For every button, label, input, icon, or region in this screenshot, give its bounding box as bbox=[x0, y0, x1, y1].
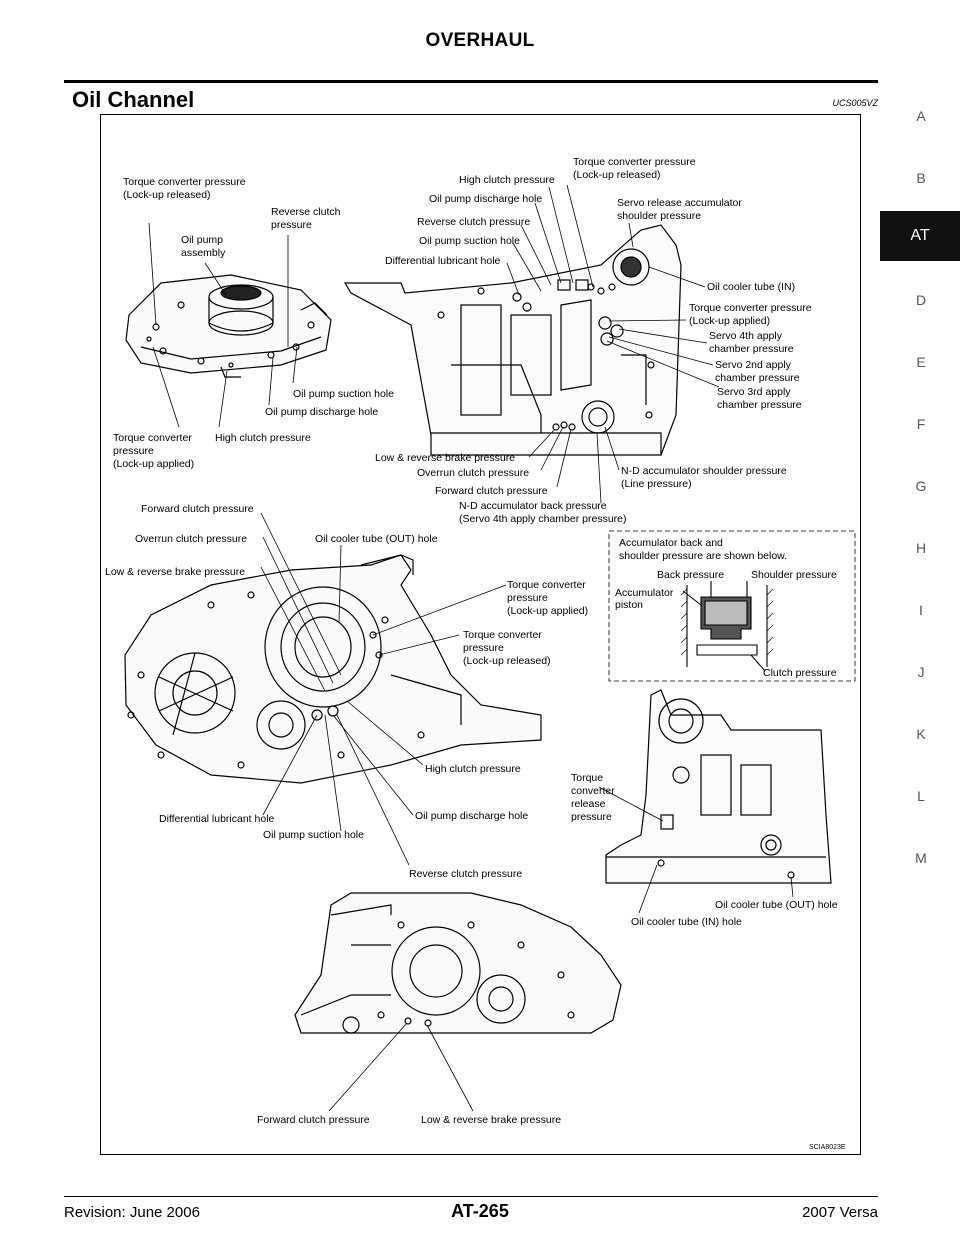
page-header-title: OVERHAUL bbox=[425, 30, 535, 51]
bottom-case-labels: Forward clutch pressure Low & reverse br… bbox=[257, 1114, 561, 1126]
svg-text:Torque converter pressure(Lock: Torque converter pressure(Lock-up applie… bbox=[689, 302, 812, 327]
case-right-drawing bbox=[343, 224, 682, 456]
figure-id-code: SCIA8023E bbox=[809, 1144, 846, 1151]
sidebar-item-m[interactable]: M bbox=[915, 850, 927, 866]
svg-text:Oil cooler tube (IN) hole: Oil cooler tube (IN) hole bbox=[631, 916, 742, 928]
svg-text:High clutch pressure: High clutch pressure bbox=[215, 432, 311, 444]
sidebar-item-g[interactable]: G bbox=[915, 478, 927, 494]
case-left-drawing bbox=[124, 554, 542, 784]
footer-model: 2007 Versa bbox=[802, 1204, 878, 1221]
footer-page-number: AT-265 bbox=[451, 1201, 509, 1221]
footer-rule bbox=[64, 1196, 878, 1197]
svg-text:Oil pump discharge hole: Oil pump discharge hole bbox=[429, 193, 542, 205]
svg-text:Oil cooler tube (IN): Oil cooler tube (IN) bbox=[707, 281, 795, 293]
svg-text:Forward clutch pressure: Forward clutch pressure bbox=[435, 485, 548, 497]
svg-text:Low & reverse brake pressure: Low & reverse brake pressure bbox=[421, 1114, 561, 1126]
sidebar-tab-active-label: AT bbox=[910, 227, 930, 244]
sidebar-item-b[interactable]: B bbox=[916, 170, 926, 186]
svg-text:Oil pump suction hole: Oil pump suction hole bbox=[293, 388, 394, 400]
case-left-leaders bbox=[260, 512, 507, 866]
sidebar-item-h[interactable]: H bbox=[915, 540, 927, 556]
sidebar-item-e[interactable]: E bbox=[916, 354, 926, 370]
svg-text:Back pressure: Back pressure bbox=[657, 569, 724, 581]
svg-text:Reverse clutch pressure: Reverse clutch pressure bbox=[417, 216, 530, 228]
side-case-leaders bbox=[598, 786, 794, 914]
oil-channel-figure: Torque converter pressure(Lock-up releas… bbox=[100, 114, 861, 1155]
case-right-leaders bbox=[506, 184, 720, 504]
svg-text:N-D accumulator shoulder press: N-D accumulator shoulder pressure(Line p… bbox=[621, 465, 787, 490]
oil-channel-diagram: Torque converter pressure(Lock-up releas… bbox=[105, 156, 856, 1151]
case-left-labels: Forward clutch pressure Overrun clutch p… bbox=[105, 503, 588, 880]
svg-text:Low & reverse brake pressure: Low & reverse brake pressure bbox=[105, 566, 245, 578]
svg-text:N-D accumulator back pressure(: N-D accumulator back pressure(Servo 4th … bbox=[459, 500, 627, 525]
sidebar-item-i[interactable]: I bbox=[919, 602, 923, 618]
accumulator-piston-drawing bbox=[682, 581, 768, 672]
sidebar-item-j[interactable]: J bbox=[917, 664, 925, 680]
svg-text:Oil pump discharge hole: Oil pump discharge hole bbox=[265, 406, 378, 418]
case-right-labels: High clutch pressure Torque converter pr… bbox=[375, 156, 812, 525]
svg-text:Oil pump suction hole: Oil pump suction hole bbox=[263, 829, 364, 841]
svg-text:Shoulder pressure: Shoulder pressure bbox=[751, 569, 837, 581]
sidebar-item-k[interactable]: K bbox=[916, 726, 926, 742]
svg-text:Oil cooler tube (OUT) hole: Oil cooler tube (OUT) hole bbox=[315, 533, 438, 545]
bottom-case-leaders bbox=[328, 1022, 474, 1112]
svg-text:Torque converter pressure(Lock: Torque converter pressure(Lock-up releas… bbox=[573, 156, 696, 181]
oil-pump-drawing bbox=[125, 274, 332, 378]
svg-text:Oil pump discharge hole: Oil pump discharge hole bbox=[415, 810, 528, 822]
svg-text:High clutch pressure: High clutch pressure bbox=[425, 763, 521, 775]
accumulator-hatching bbox=[680, 588, 774, 656]
svg-text:Forward clutch pressure: Forward clutch pressure bbox=[257, 1114, 370, 1126]
svg-text:Overrun clutch pressure: Overrun clutch pressure bbox=[135, 533, 247, 545]
svg-text:Differential lubricant hole: Differential lubricant hole bbox=[385, 255, 501, 267]
svg-text:Oil pump suction hole: Oil pump suction hole bbox=[419, 235, 520, 247]
bottom-case-drawing bbox=[294, 892, 622, 1034]
sidebar-item-l[interactable]: L bbox=[917, 788, 925, 804]
svg-text:Differential lubricant hole: Differential lubricant hole bbox=[159, 813, 275, 825]
svg-text:Torque converter pressure(Lock: Torque converter pressure(Lock-up releas… bbox=[123, 176, 246, 201]
svg-text:Oil cooler tube (OUT) hole: Oil cooler tube (OUT) hole bbox=[715, 899, 838, 911]
svg-text:Forward clutch pressure: Forward clutch pressure bbox=[141, 503, 254, 515]
section-code: UCS005VZ bbox=[832, 98, 878, 108]
sidebar-item-f[interactable]: F bbox=[916, 416, 926, 432]
sidebar-item-d[interactable]: D bbox=[915, 292, 927, 308]
section-title: Oil Channel bbox=[72, 87, 195, 112]
side-case-drawing bbox=[605, 689, 832, 884]
footer-revision: Revision: June 2006 bbox=[64, 1204, 200, 1221]
svg-text:Low & reverse brake pressure: Low & reverse brake pressure bbox=[375, 452, 515, 464]
sidebar-item-a[interactable]: A bbox=[916, 108, 926, 124]
svg-text:Reverse clutch pressure: Reverse clutch pressure bbox=[409, 868, 522, 880]
header-rule bbox=[64, 80, 878, 83]
sidebar-tab-active[interactable]: AT bbox=[880, 211, 960, 261]
svg-text:High clutch pressure: High clutch pressure bbox=[459, 174, 555, 186]
oil-pump-labels: Torque converter pressure(Lock-up releas… bbox=[113, 176, 394, 470]
oil-pump-leaders bbox=[148, 222, 298, 428]
svg-text:Overrun clutch pressure: Overrun clutch pressure bbox=[417, 467, 529, 479]
svg-text:Clutch pressure: Clutch pressure bbox=[763, 667, 837, 679]
